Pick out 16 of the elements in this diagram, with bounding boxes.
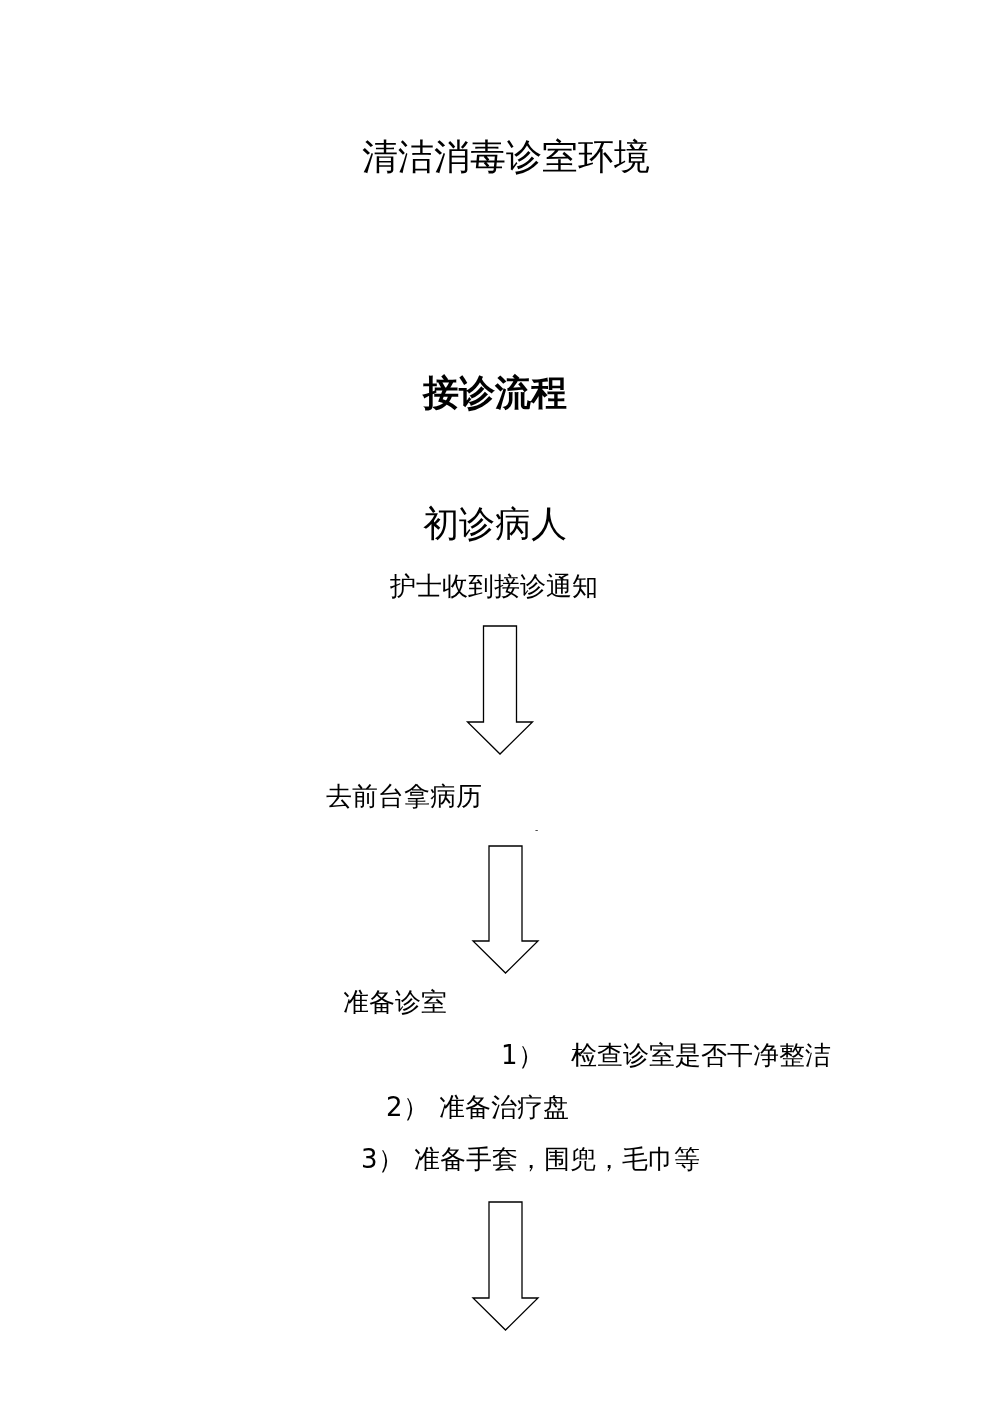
list-item: 准备手套，围兜，毛巾等 [414, 1144, 700, 1176]
list-number: 3） [361, 1144, 404, 1176]
dash-mark: - [535, 825, 539, 836]
section-heading: 清洁消毒诊室环境 [362, 135, 650, 179]
subheading: 初诊病人 [423, 502, 567, 546]
block-arrow [471, 845, 540, 974]
step-text: 去前台拿病历 [326, 781, 482, 813]
list-item: 准备治疗盘 [439, 1092, 569, 1124]
diagram-title: 接诊流程 [423, 371, 567, 415]
step-text: 护士收到接诊通知 [390, 571, 598, 603]
step-text: 准备诊室 [343, 987, 447, 1019]
list-item: 检查诊室是否干净整洁 [571, 1040, 831, 1072]
list-number: 2） [386, 1092, 429, 1124]
block-arrow [471, 1201, 540, 1331]
list-number: 1） [501, 1040, 544, 1072]
block-arrow [465, 625, 535, 755]
